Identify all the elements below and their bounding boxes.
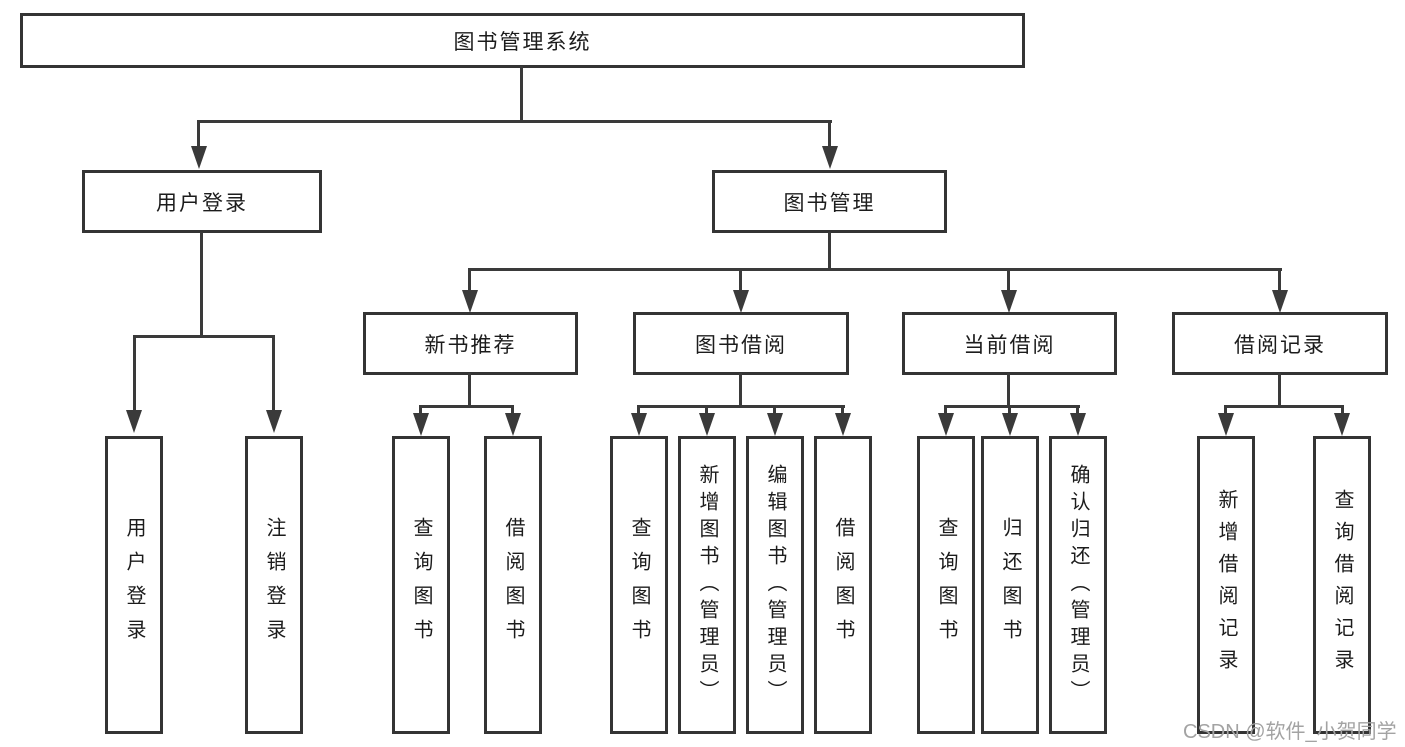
leaf-label: 确认归还（管理员） bbox=[1067, 463, 1089, 707]
leaf-return-books: 归还图书 bbox=[981, 436, 1039, 734]
connector-line bbox=[520, 66, 523, 123]
connector-line bbox=[705, 405, 708, 415]
arrowhead-down-icon bbox=[835, 413, 851, 436]
leaf-label: 查询图书 bbox=[935, 517, 957, 653]
arrowhead-down-icon bbox=[767, 413, 783, 436]
connector-line bbox=[841, 405, 844, 415]
connector-line bbox=[133, 335, 136, 411]
leaf-query-borrow-record: 查询借阅记录 bbox=[1313, 436, 1371, 734]
connector-line bbox=[637, 405, 845, 408]
leaf-label: 借阅图书 bbox=[832, 517, 854, 653]
arrowhead-down-icon bbox=[126, 410, 142, 433]
leaf-confirm-return-admin: 确认归还（管理员） bbox=[1049, 436, 1107, 734]
leaf-query-books-borrow: 查询图书 bbox=[610, 436, 668, 734]
connector-line bbox=[828, 232, 831, 270]
arrowhead-down-icon bbox=[1272, 290, 1288, 313]
node-book-borrow: 图书借阅 bbox=[633, 312, 849, 375]
arrowhead-down-icon bbox=[631, 413, 647, 436]
leaf-label: 新增图书（管理员） bbox=[696, 463, 718, 707]
leaf-label: 查询图书 bbox=[410, 517, 432, 653]
connector-line bbox=[197, 120, 832, 123]
leaf-label: 用户登录 bbox=[123, 517, 145, 653]
connector-line bbox=[468, 268, 471, 290]
arrowhead-down-icon bbox=[462, 290, 478, 313]
leaf-label: 新增借阅记录 bbox=[1215, 489, 1237, 681]
connector-line bbox=[1076, 405, 1079, 415]
arrowhead-down-icon bbox=[938, 413, 954, 436]
leaf-add-borrow-record: 新增借阅记录 bbox=[1197, 436, 1255, 734]
connector-line bbox=[1224, 405, 1344, 408]
arrowhead-down-icon bbox=[1002, 413, 1018, 436]
node-current-borrow: 当前借阅 bbox=[902, 312, 1117, 375]
connector-line bbox=[1278, 268, 1281, 290]
leaf-label: 查询借阅记录 bbox=[1331, 489, 1353, 681]
connector-line bbox=[739, 373, 742, 407]
arrowhead-down-icon bbox=[266, 410, 282, 433]
node-library-system: 图书管理系统 bbox=[20, 13, 1025, 68]
arrowhead-down-icon bbox=[1070, 413, 1086, 436]
connector-line bbox=[739, 268, 742, 290]
arrowhead-down-icon bbox=[1218, 413, 1234, 436]
leaf-label: 查询图书 bbox=[628, 517, 650, 653]
connector-line bbox=[1007, 373, 1010, 407]
connector-line bbox=[944, 405, 947, 415]
connector-line bbox=[133, 335, 275, 338]
connector-line bbox=[1224, 405, 1227, 415]
connector-line bbox=[511, 405, 514, 415]
connector-line bbox=[1278, 373, 1281, 407]
connector-line bbox=[1341, 405, 1344, 415]
connector-line bbox=[419, 405, 514, 408]
leaf-borrow-books-recommend: 借阅图书 bbox=[484, 436, 542, 734]
connector-line bbox=[200, 232, 203, 338]
connector-line bbox=[1007, 268, 1010, 290]
arrowhead-down-icon bbox=[699, 413, 715, 436]
arrowhead-down-icon bbox=[822, 146, 838, 169]
leaf-borrow-books: 借阅图书 bbox=[814, 436, 872, 734]
connector-line bbox=[1008, 405, 1011, 415]
connector-line bbox=[468, 373, 471, 407]
arrowhead-down-icon bbox=[1001, 290, 1017, 313]
connector-line bbox=[773, 405, 776, 415]
leaf-label: 归还图书 bbox=[999, 517, 1021, 653]
connector-line bbox=[944, 405, 1080, 408]
node-book-management: 图书管理 bbox=[712, 170, 947, 233]
leaf-query-books-current: 查询图书 bbox=[917, 436, 975, 734]
node-new-book-recommend: 新书推荐 bbox=[363, 312, 578, 375]
arrowhead-down-icon bbox=[1334, 413, 1350, 436]
leaf-user-login: 用户登录 bbox=[105, 436, 163, 734]
connector-line bbox=[637, 405, 640, 415]
leaf-query-books-recommend: 查询图书 bbox=[392, 436, 450, 734]
leaf-logout-login: 注销登录 bbox=[245, 436, 303, 734]
leaf-label: 注销登录 bbox=[263, 517, 285, 653]
leaf-label: 编辑图书（管理员） bbox=[764, 463, 786, 707]
connector-line bbox=[197, 120, 200, 147]
leaf-label: 借阅图书 bbox=[502, 517, 524, 653]
connector-line bbox=[272, 335, 275, 411]
connector-line bbox=[419, 405, 422, 415]
arrowhead-down-icon bbox=[505, 413, 521, 436]
arrowhead-down-icon bbox=[413, 413, 429, 436]
node-user-login: 用户登录 bbox=[82, 170, 322, 233]
leaf-add-book-admin: 新增图书（管理员） bbox=[678, 436, 736, 734]
arrowhead-down-icon bbox=[733, 290, 749, 313]
csdn-watermark: CSDN @软件_小贺同学 bbox=[1183, 721, 1397, 743]
node-borrow-records: 借阅记录 bbox=[1172, 312, 1388, 375]
connector-line bbox=[828, 120, 831, 147]
connector-line bbox=[468, 268, 1282, 271]
leaf-edit-book-admin: 编辑图书（管理员） bbox=[746, 436, 804, 734]
arrowhead-down-icon bbox=[191, 146, 207, 169]
